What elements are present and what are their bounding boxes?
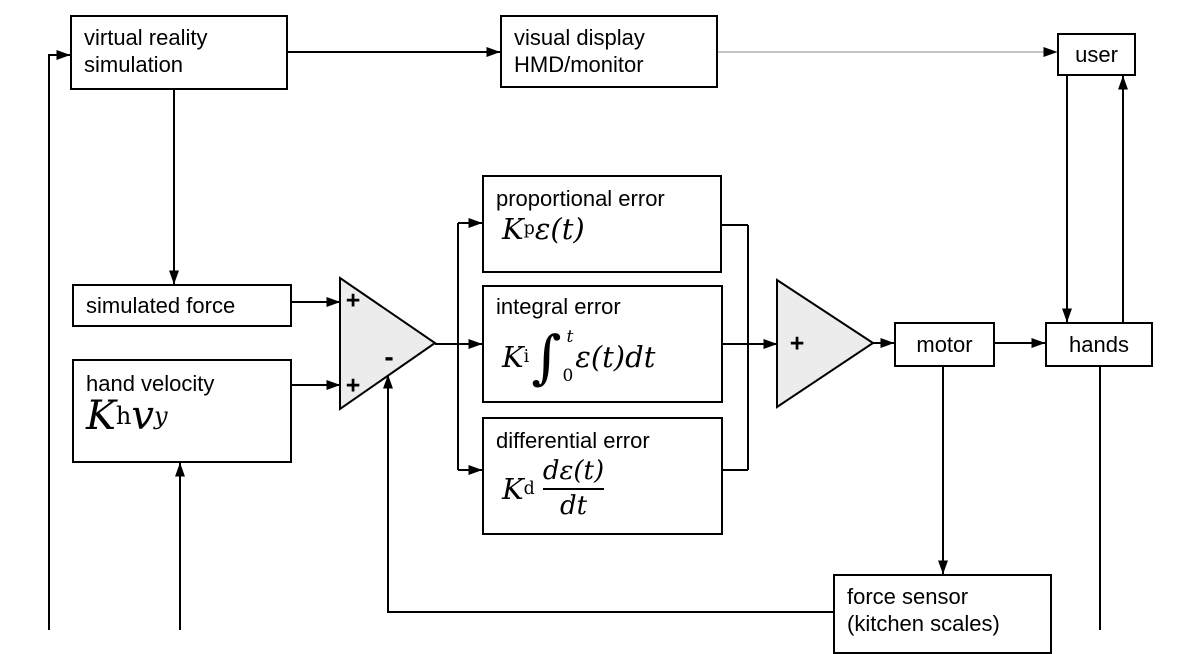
integral-sign-group: ∫ t 0 bbox=[531, 324, 573, 390]
output-sum-plus: + bbox=[789, 329, 805, 358]
differential-error-title: differential error bbox=[496, 428, 650, 453]
integral-sign: ∫ bbox=[531, 323, 562, 391]
user-label: user bbox=[1075, 42, 1118, 67]
motor-label: motor bbox=[916, 332, 973, 357]
fraction-bar bbox=[542, 488, 605, 490]
differential-coef-sub: d bbox=[523, 478, 535, 499]
output-summing-junction bbox=[776, 278, 875, 409]
user-box: user bbox=[1057, 33, 1136, 76]
hand-velocity-coef-sub: h bbox=[115, 402, 132, 430]
force-sensor-label-line2: (kitchen scales) bbox=[847, 611, 1000, 636]
integral-error-title: integral error bbox=[496, 294, 621, 319]
force-sensor-label-line1: force sensor bbox=[847, 584, 969, 609]
hands-label: hands bbox=[1069, 332, 1129, 357]
proportional-error-title: proportional error bbox=[496, 186, 665, 211]
hands-box: hands bbox=[1045, 322, 1153, 367]
error-summing-junction bbox=[339, 276, 437, 411]
differential-fraction: dε(t) dt bbox=[542, 456, 605, 521]
error-sum-plus-bottom: + bbox=[345, 371, 361, 400]
integral-lower-limit: 0 bbox=[562, 366, 574, 386]
force-sensor-box: force sensor (kitchen scales) bbox=[833, 574, 1052, 654]
hand-velocity-var-sub: y bbox=[153, 402, 168, 430]
vr-simulation-label-line1: virtual reality bbox=[84, 25, 208, 50]
simulated-force-box: simulated force bbox=[72, 284, 292, 327]
visual-display-label-line2: HMD/monitor bbox=[514, 52, 644, 77]
differential-numerator: dε(t) bbox=[542, 456, 605, 486]
connector-layer bbox=[48, 47, 1128, 630]
hand-velocity-coef: K bbox=[86, 393, 116, 439]
proportional-coef: K bbox=[502, 212, 524, 246]
block-diagram-canvas: { "diagram": { "boxes": { "vr_sim": {"li… bbox=[48, 15, 1153, 654]
motor-box: motor bbox=[894, 322, 995, 367]
proportional-expr: ε(t) bbox=[534, 212, 585, 246]
differential-denominator: dt bbox=[559, 491, 588, 521]
visual-display-label-line1: visual display bbox=[514, 25, 645, 50]
integral-limits: t 0 bbox=[562, 324, 573, 390]
simulated-force-label: simulated force bbox=[86, 293, 236, 318]
vr-simulation-label-line2: simulation bbox=[84, 52, 184, 77]
integral-coef: K bbox=[502, 339, 524, 374]
error-sum-minus: - bbox=[384, 341, 394, 372]
visual-display-box: visual display HMD/monitor bbox=[500, 15, 718, 88]
integral-coef-sub: i bbox=[523, 346, 530, 367]
hand-velocity-title: hand velocity bbox=[86, 371, 215, 396]
connector-force-sensor-to-error-sum bbox=[383, 374, 833, 613]
error-sum-plus-top: + bbox=[345, 286, 361, 315]
vr-simulation-box: virtual reality simulation bbox=[70, 15, 288, 90]
integral-expr: ε(t)dt bbox=[575, 339, 656, 374]
integral-upper-limit: t bbox=[566, 327, 574, 347]
hand-velocity-var: v bbox=[131, 393, 154, 439]
differential-coef: K bbox=[502, 471, 524, 506]
connector-feedback-to-vr-sim bbox=[48, 50, 71, 630]
proportional-coef-sub: p bbox=[523, 219, 535, 239]
